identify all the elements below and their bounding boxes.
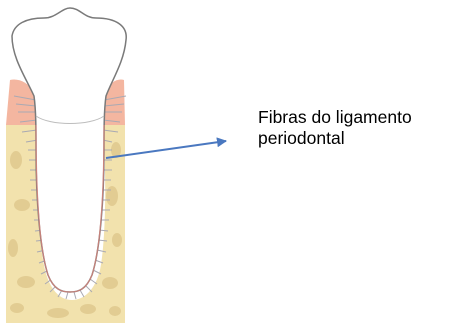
callout-label-line2: periodontal [258,128,412,149]
callout-label-line1: Fibras do ligamento [258,107,412,128]
callout-label: Fibras do ligamento periodontal [258,107,412,149]
